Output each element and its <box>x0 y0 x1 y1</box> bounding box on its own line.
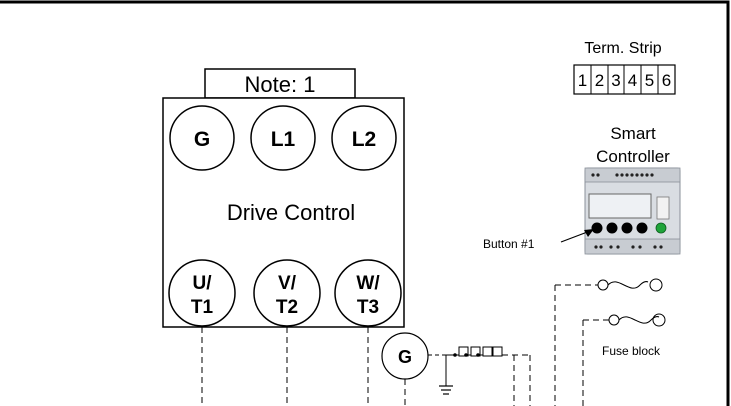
smart-controller-label-line1: Smart <box>610 124 656 143</box>
terminal-w-t3-line2: T3 <box>357 297 379 318</box>
controller-indicator-led <box>655 222 667 234</box>
controller-top-screws <box>591 173 654 177</box>
button-1-callout-label: Button #1 <box>483 237 535 251</box>
terminal-w-t3-circle <box>334 259 402 327</box>
terminal-l1-circle <box>250 105 316 171</box>
terminal-v-t2-line1: V/ <box>278 273 297 294</box>
ground-g-symbol: G <box>381 332 429 380</box>
terminal-l1: L1 <box>250 105 316 171</box>
fuse-1-element <box>607 281 649 289</box>
term-strip-label: Term. Strip <box>584 40 661 57</box>
fuse-block-label: Fuse block <box>602 344 661 358</box>
arrowhead-icon <box>584 229 594 237</box>
fuse-1-left-contact <box>597 279 609 291</box>
motor-output-wires <box>201 327 369 406</box>
term-strip-terminal: 6 <box>662 71 671 90</box>
term-strip-terminal: 1 <box>578 71 587 90</box>
controller-side-slot <box>656 196 670 220</box>
terminal-u-t1-line2: T1 <box>191 297 214 318</box>
smart-controller-label-line2: Controller <box>596 147 670 166</box>
terminal-w-t3: W/ T3 <box>334 259 402 327</box>
controller-button-3[interactable] <box>621 222 633 234</box>
term-strip-terminal: 3 <box>611 71 620 90</box>
term-strip-terminal: 5 <box>645 71 654 90</box>
terminal-g-circle <box>169 105 235 171</box>
terminal-u-t1-line1: U/ <box>193 273 213 294</box>
terminal-u-t1-circle <box>168 259 236 327</box>
fuse-2 <box>608 313 666 327</box>
terminal-l1-label: L1 <box>271 128 296 151</box>
controller-bottom-screws <box>594 245 663 249</box>
button-1-callout-arrow <box>560 230 591 243</box>
smart-controller-device <box>584 167 681 255</box>
term-strip-terminal: 2 <box>595 71 604 90</box>
terminal-g: G <box>169 105 235 171</box>
ground-g-label: G <box>398 347 412 367</box>
fuse-2-element <box>618 316 660 324</box>
controller-button-4[interactable] <box>636 222 648 234</box>
terminal-w-t3-line1: W/ <box>356 273 380 294</box>
terminal-l2-circle <box>331 105 397 171</box>
drive-control-title: Drive Control <box>227 200 355 225</box>
controller-button-1[interactable] <box>591 222 603 234</box>
terminal-u-t1: U/ T1 <box>168 259 236 327</box>
term-strip: 1 2 3 4 5 6 <box>573 64 676 95</box>
terminal-l2-label: L2 <box>352 128 377 151</box>
terminal-v-t2-line2: T2 <box>276 297 298 318</box>
switch-bank-wires <box>502 354 531 406</box>
fuse-1-right-contact <box>649 278 663 292</box>
switch-bank <box>439 346 503 395</box>
controller-display <box>588 193 652 219</box>
fuse-2-right-contact <box>652 313 666 327</box>
fuse-2-left-contact <box>608 314 620 326</box>
fuse-1 <box>597 278 663 292</box>
terminal-v-t2-circle <box>253 259 321 327</box>
terminal-l2: L2 <box>331 105 397 171</box>
note-label: Note: 1 <box>245 72 316 97</box>
controller-button-2[interactable] <box>606 222 618 234</box>
terminal-v-t2: V/ T2 <box>253 259 321 327</box>
terminal-g-label: G <box>194 128 210 151</box>
fuse-wiring <box>554 284 611 406</box>
term-strip-terminal: 4 <box>628 71 637 90</box>
